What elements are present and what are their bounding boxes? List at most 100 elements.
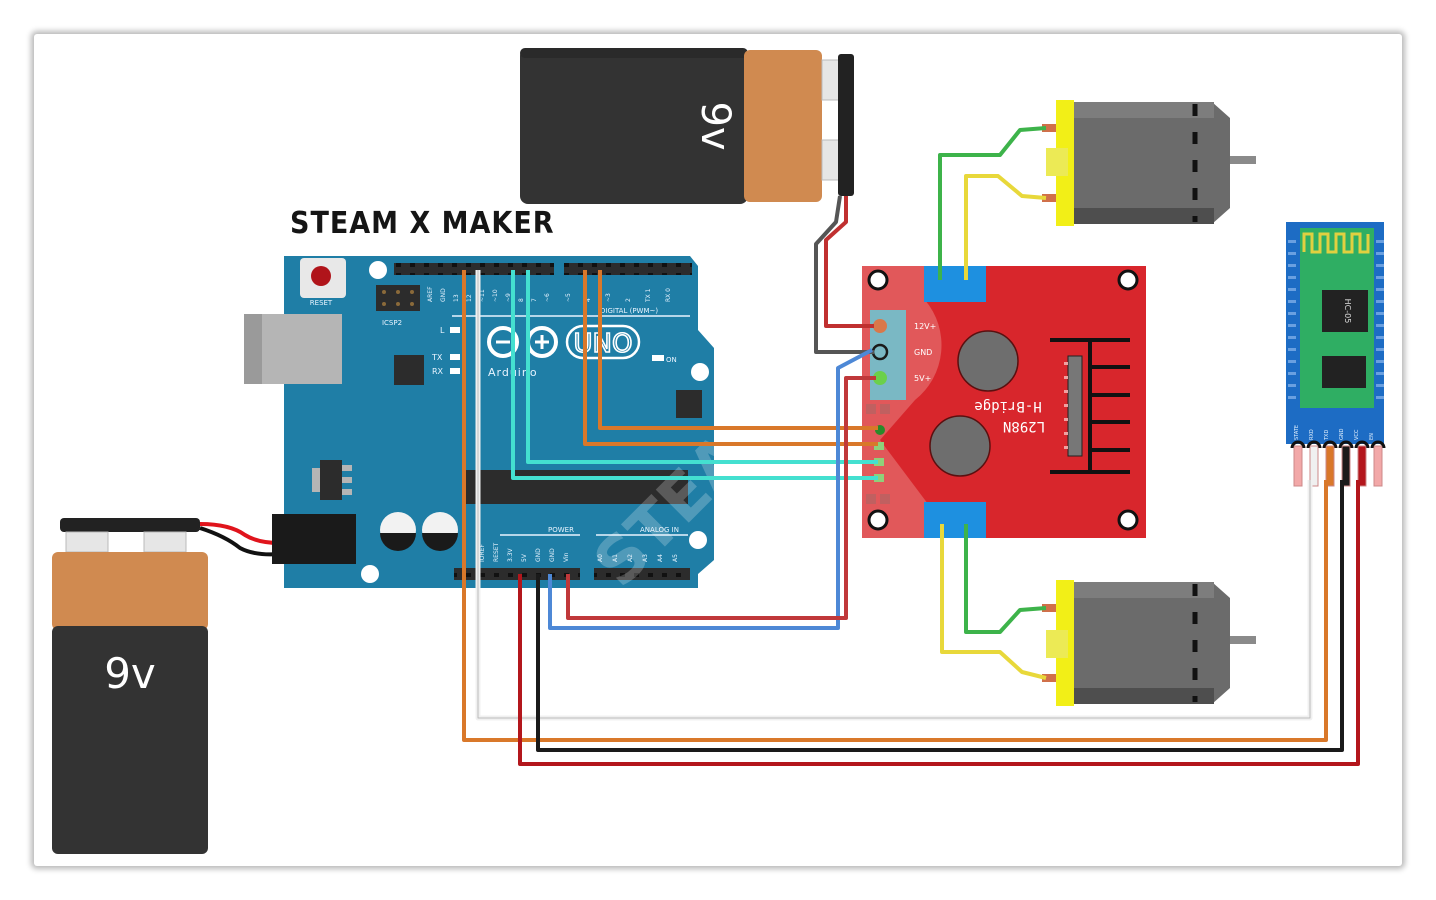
bt-pin [1357,445,1367,487]
analog-pin-label: A4 [657,554,664,562]
bt-pin-labels: STATE RXD TXD GND VCC EN [1294,425,1375,441]
header-pin-label: AREF [427,286,434,302]
led-tx-label: TX [431,353,443,362]
battery-left-label: 9v [104,649,156,698]
header-pin-label: 12 [466,294,473,302]
hbridge-capacitor [929,415,991,477]
on-label: ON [666,356,677,364]
bt-chip-2 [1322,356,1366,388]
wires [462,126,1360,766]
header-pin-label: ~3 [605,293,612,302]
power-header [454,568,580,580]
header-pin-label: ~10 [492,289,499,302]
bt-pin-label: STATE [1294,425,1300,440]
reset-button [311,266,331,286]
power-pin-label: Vin [563,552,570,562]
header-pin-label: GND [440,288,447,302]
analog-pin-label: A0 [597,554,604,562]
bt-pin-socket [1338,440,1354,449]
motor-top [1042,100,1256,226]
motor-a-terminal [924,266,986,302]
hbridge-name-line1: L298N [1003,418,1045,434]
hbridge-12v-label: 12V+ [914,322,936,331]
digital-header-2 [564,263,692,275]
bt-pin [1309,445,1319,487]
led-rx-label: RX [432,367,444,376]
bt-pin-socket [1354,440,1370,449]
header-pin-label: 13 [453,294,460,302]
power-pin-label: RESET [493,542,500,562]
bt-pin [1341,445,1351,487]
power-label: POWER [548,526,574,534]
bt-pin-label: TXD [1324,430,1330,441]
power-pin-label: GND [535,548,542,562]
hbridge-name-line2: H-Bridge [974,398,1041,414]
uno-badge [565,324,641,360]
wire-cyan-2 [511,270,878,480]
header-pin-label: 8 [518,298,525,302]
bt-pin [1293,445,1303,487]
header-pin-label: ~9 [505,293,512,302]
digital-label: DIGITAL (PWM~) [600,307,658,315]
battery-left: 9v [52,518,208,854]
wire-bt-orange [462,270,1328,742]
wire-orange-2 [583,270,878,446]
bt-pin [1373,445,1383,487]
bt-pin-socket [1306,440,1322,449]
analog-label: ANALOG IN [640,526,679,534]
bt-pin-label: GND [1339,428,1345,440]
reset-label: RESET [310,299,333,307]
power-pin-label: IOREF [479,544,486,562]
bt-pin-socket [1370,440,1386,449]
led-l-label: L [440,326,445,335]
diagram-title: STEAM X MAKER [290,206,555,241]
usb-chip [394,355,424,385]
wire-bt-black [536,480,1344,752]
motor-b-terminal [924,502,986,538]
header-pin-label: 4 [585,298,592,302]
icsp-header [376,285,420,311]
hbridge-gnd-label: GND [914,348,932,357]
bt-pin-socket [1322,440,1338,449]
hbridge-5v-label: 5V+ [914,374,931,383]
analog-pin-label: A5 [672,554,679,562]
heatsink [1050,338,1130,474]
header-pin-label: ~6 [544,293,551,302]
header-pin-label: ~11 [479,289,486,302]
voltage-regulator [320,460,342,500]
bt-pin-label: EN [1369,433,1375,440]
bt-chip-label: HC-05 [1343,299,1352,324]
power-pin-label: 3.3V [507,547,514,562]
wire-battery-left-red [199,522,281,545]
wire-5v-blue [548,348,873,630]
wire-motor-top-green [938,126,1047,280]
hc05-bluetooth: HC-05 STATE RXD TXD GND VCC EN [1286,222,1386,487]
wire-orange-1 [598,270,878,430]
wire-motor-top-yellow [964,174,1047,280]
bt-pin-label: VCC [1354,429,1360,440]
uno-text: UNO [574,329,633,359]
bt-pin-label: RXD [1309,429,1315,440]
bt-pin-socket [1290,440,1306,449]
header-pin-label: TX 1 [645,288,652,303]
wire-bt-white-edge [477,270,1311,719]
l298n-chip [1067,355,1083,457]
wire-top-battery-red [824,196,874,328]
bt-pins [1290,440,1386,487]
bt-pin [1325,445,1335,487]
wire-motor-bottom-yellow [940,524,1047,680]
header-pin-label: 2 [625,298,632,302]
analog-pin-label: A1 [612,554,619,562]
main-chip [462,470,688,504]
power-pin-label: 5V [521,553,528,562]
header-pin-label: ~5 [565,293,572,302]
wire-motor-bottom-green [964,524,1047,634]
header-pin-label: 7 [531,298,538,302]
barrel-jack [272,514,356,564]
l298n-hbridge: 12V+ GND 5V+ [862,266,1146,538]
wire-red-hb [566,376,876,620]
hbridge-capacitor [957,330,1019,392]
wire-top-battery-black [814,195,874,354]
